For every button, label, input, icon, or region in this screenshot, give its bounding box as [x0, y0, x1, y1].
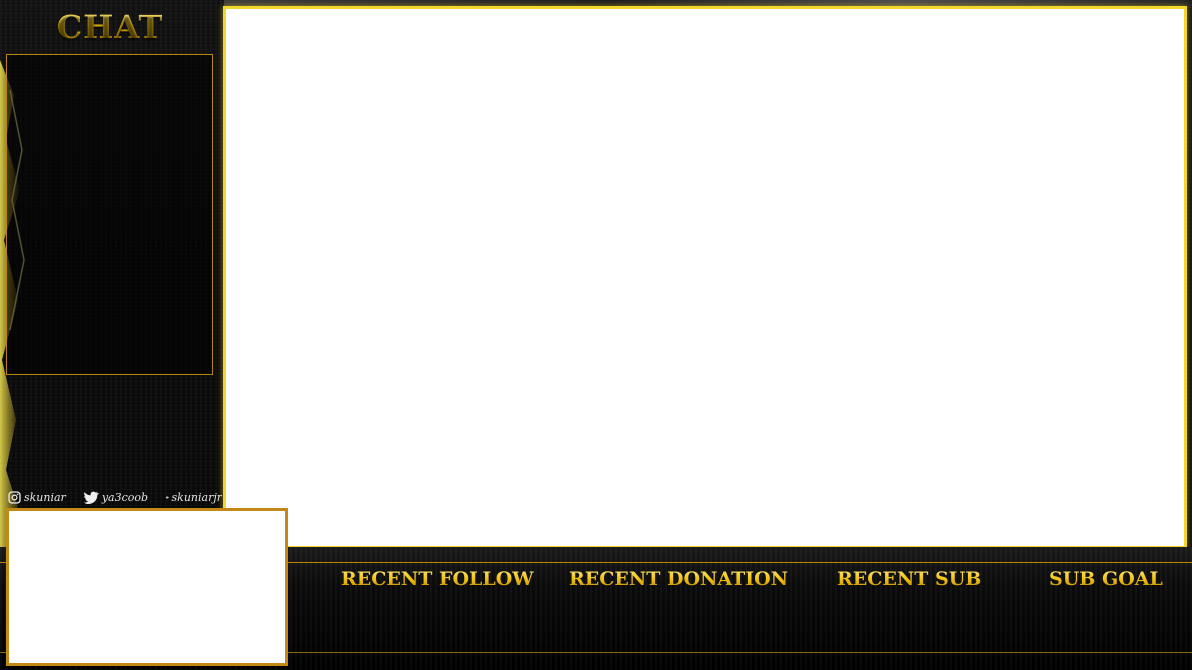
- sub-goal-label: SUB GOAL: [1049, 568, 1163, 590]
- social-youtube[interactable]: skuniarjr: [166, 491, 222, 504]
- social-links: skuniar ya3coob skuniarjr: [8, 488, 222, 506]
- bottom-bar-top-line: [0, 562, 1192, 563]
- youtube-handle: skuniarjr: [171, 490, 222, 504]
- recent-donation-label: RECENT DONATION: [569, 568, 789, 590]
- chat-panel: [6, 54, 213, 375]
- bottom-bar-bottom-line: [0, 652, 1192, 653]
- chat-title: CHAT: [6, 8, 214, 46]
- twitter-handle: ya3coob: [101, 490, 149, 504]
- top-texture-strip: [224, 0, 1192, 8]
- twitter-icon: [83, 491, 99, 504]
- instagram-handle: skuniar: [24, 490, 66, 504]
- webcam-frame: [6, 508, 288, 666]
- recent-follow-label: RECENT FOLLOW: [341, 568, 534, 590]
- social-twitter[interactable]: ya3coob: [83, 490, 149, 504]
- instagram-icon: [8, 490, 21, 504]
- game-capture-frame: [223, 6, 1187, 549]
- recent-sub-label: RECENT SUB: [837, 568, 982, 590]
- youtube-icon: [166, 496, 169, 498]
- social-instagram[interactable]: skuniar: [8, 491, 66, 504]
